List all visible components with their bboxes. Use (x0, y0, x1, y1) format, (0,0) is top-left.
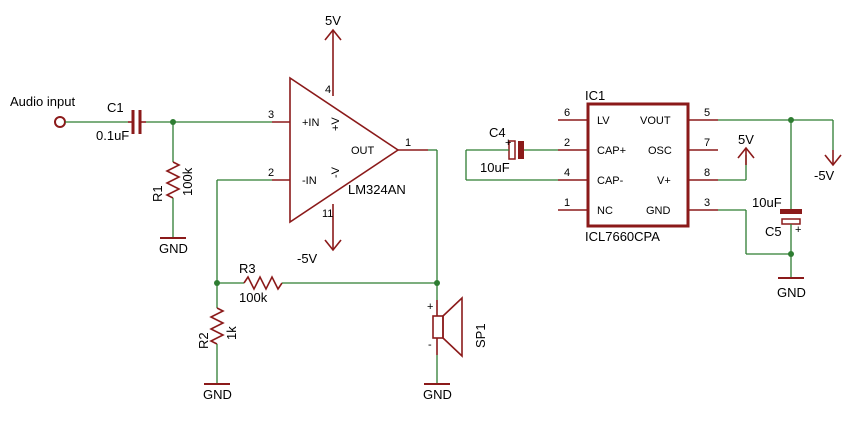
resistor-r2: R2 1k (196, 307, 239, 349)
capacitor-c4: + C4 10uF (465, 125, 558, 181)
gnd-symbol-r1: GND (159, 237, 188, 256)
c1-value: 0.1uF (96, 128, 129, 143)
ic1-pin2-num: 2 (564, 137, 570, 149)
c4-ref: C4 (489, 125, 506, 140)
ic1-pin5-num: 5 (704, 107, 710, 119)
opamp-vminus: -V (330, 166, 342, 178)
opamp-plus-in: +IN (302, 117, 319, 129)
opamp-part: LM324AN (348, 182, 406, 197)
ic1-pin6-num: 6 (564, 107, 570, 119)
supply-neg5v-label: -5V (297, 251, 318, 266)
supply-5v-label: 5V (325, 13, 341, 28)
ic1-pin8-num: 8 (704, 167, 710, 179)
ic1-pin-vout: VOUT (640, 115, 671, 127)
c1-ref: C1 (107, 100, 124, 115)
opamp-pin4-num: 4 (325, 84, 331, 96)
speaker-sp1: + - SP1 (427, 296, 488, 358)
r3-value: 100k (239, 290, 268, 305)
ic1-pin-nc: NC (597, 205, 613, 217)
opamp-vplus: +V (330, 117, 342, 131)
junction-out-r3 (434, 280, 440, 286)
r3-ref: R3 (239, 261, 256, 276)
sp1-minus: - (428, 339, 432, 351)
ic1-pin-gnd: GND (646, 205, 671, 217)
opamp-out: OUT (351, 145, 375, 157)
c4-value: 10uF (480, 160, 510, 175)
c4-plus: + (505, 137, 511, 149)
opamp-pin3-num: 3 (268, 109, 274, 121)
gnd-label-sp1: GND (423, 387, 452, 402)
capacitor-c5: + 10uF C5 (752, 195, 802, 239)
gnd-symbol-sp1: GND (423, 383, 452, 402)
c5-ref: C5 (765, 224, 782, 239)
ic1-icl7660cpa: IC1 ICL7660CPA 6 2 4 1 LV CAP+ CAP- NC 5… (558, 88, 718, 244)
ic1-pin1-num: 1 (564, 197, 570, 209)
capacitor-c1: C1 0.1uF (96, 100, 146, 143)
ic1-pin-capplus: CAP+ (597, 145, 626, 157)
r1-ref: R1 (150, 185, 165, 202)
audio-input-label: Audio input (10, 94, 75, 109)
supply-neg5v-opamp: -5V (297, 232, 342, 266)
input-terminal-icon (54, 116, 66, 128)
gnd-label-c5: GND (777, 285, 806, 300)
r2-value: 1k (224, 326, 239, 340)
gnd-symbol-r2: GND (203, 383, 232, 402)
c5-plus: + (795, 224, 801, 236)
opamp-pin2-num: 2 (268, 167, 274, 179)
sp1-plus: + (427, 301, 433, 313)
ic1-pin7-num: 7 (704, 137, 710, 149)
opamp-pin1-num: 1 (405, 137, 411, 149)
r1-value: 100k (180, 167, 195, 196)
gnd-label-r1: GND (159, 241, 188, 256)
supply-neg5v-vout: -5V (814, 150, 842, 183)
ic1-part: ICL7660CPA (585, 229, 660, 244)
ic1-pin-osc: OSC (648, 145, 672, 157)
opamp-lm324an: 3 2 1 4 11 +IN -IN OUT +V -V LM324AN (268, 68, 428, 232)
gnd-label-r2: GND (203, 387, 232, 402)
ic1-pin-vplus: V+ (657, 175, 671, 187)
vout-net-label: -5V (814, 168, 835, 183)
opamp-pin11-num: 11 (322, 208, 333, 220)
resistor-r1: R1 100k (150, 161, 195, 202)
gnd-symbol-c5: GND (777, 277, 806, 300)
ic1-ref: IC1 (585, 88, 605, 103)
c5-value: 10uF (752, 195, 782, 210)
r2-ref: R2 (196, 332, 211, 349)
resistor-r3: R3 100k (239, 261, 283, 305)
ic1-pin-lv: LV (597, 115, 610, 127)
ic1-pin-capminus: CAP- (597, 175, 624, 187)
ic1-supply-5v-label: 5V (738, 132, 754, 147)
supply-5v-opamp: 5V (324, 13, 342, 68)
supply-5v-ic1: 5V (737, 132, 755, 165)
ic1-pin3-num: 3 (704, 197, 710, 209)
opamp-minus-in: -IN (302, 175, 317, 187)
sp1-ref: SP1 (473, 323, 488, 348)
ic1-pin4-num: 4 (564, 167, 570, 179)
